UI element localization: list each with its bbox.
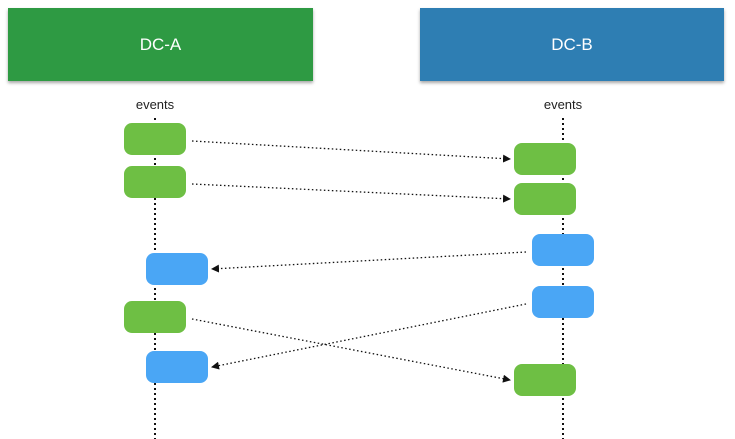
- event-block-a5: [146, 351, 208, 383]
- event-block-a1: [124, 123, 186, 155]
- dc-b-title: DC-B: [551, 34, 593, 54]
- message-arrow-a4-to-b5: [191, 318, 511, 383]
- dc-b-events-label: events: [543, 97, 583, 112]
- event-block-a3: [146, 253, 208, 285]
- dc-a-events-label: events: [135, 97, 175, 112]
- dc-a-header: DC-A: [8, 8, 313, 81]
- dc-a-title: DC-A: [139, 34, 182, 54]
- event-block-a2: [124, 166, 186, 198]
- event-block-b5: [514, 364, 576, 396]
- message-arrow-b4-to-a5: [211, 303, 527, 370]
- event-block-b4: [532, 286, 594, 318]
- event-block-b2: [514, 183, 576, 215]
- message-arrow-a1-to-b1: [191, 140, 511, 163]
- message-arrow-a2-to-b2: [191, 183, 511, 203]
- event-block-b3: [532, 234, 594, 266]
- event-block-a4: [124, 301, 186, 333]
- dc-b-header: DC-B: [420, 8, 724, 81]
- event-block-b1: [514, 143, 576, 175]
- message-arrow-b3-to-a3: [211, 251, 527, 273]
